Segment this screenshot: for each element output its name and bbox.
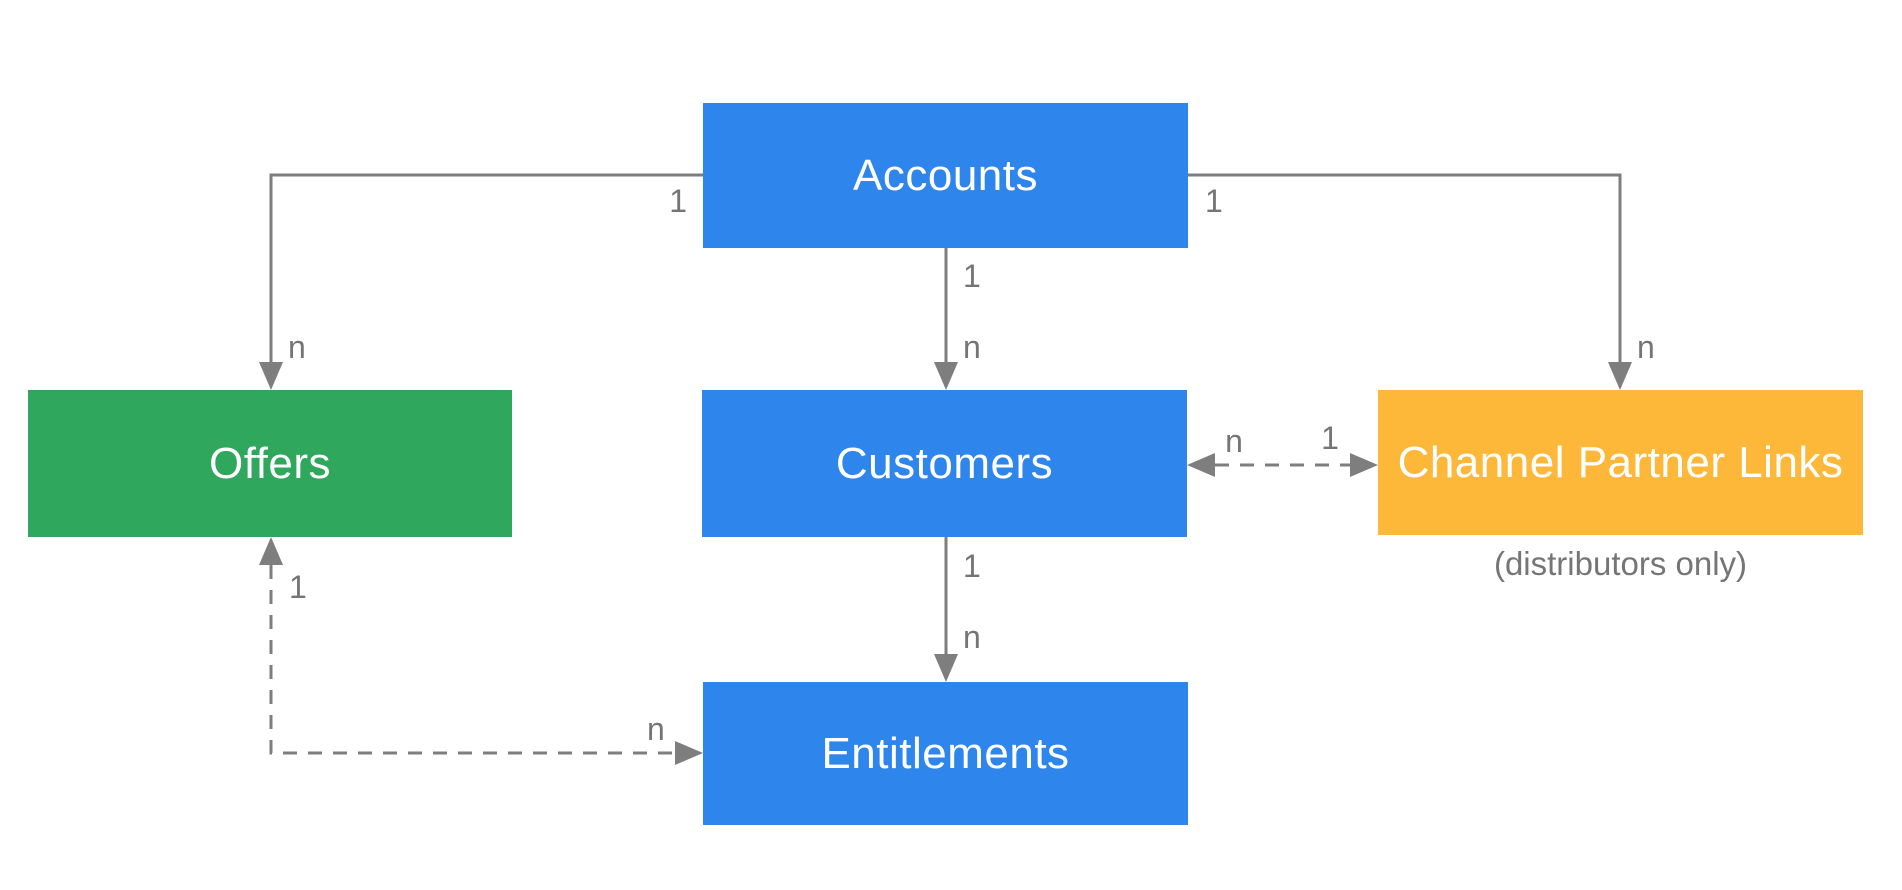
node-channel-partner-links-note: (distributors only) xyxy=(1493,545,1748,582)
edge-accounts-offers-to-label: n xyxy=(288,329,306,365)
node-accounts-label: Accounts xyxy=(853,150,1038,200)
node-offers-label: Offers xyxy=(208,438,331,488)
edge-customers-cpl-right-arrowhead xyxy=(1350,453,1378,477)
edge-accounts-customers-to-label: n xyxy=(963,329,981,365)
edge-customers-entitlements-to-label: n xyxy=(963,619,981,655)
node-offers: Offers xyxy=(28,390,512,537)
edge-customers-cpl-to-label: 1 xyxy=(1321,420,1339,456)
node-customers-label: Customers xyxy=(835,438,1054,488)
edge-offers-entitlements-right-arrowhead xyxy=(675,741,703,765)
edge-accounts-offers-line xyxy=(269,173,703,364)
edge-customers-entitlements-from-label: 1 xyxy=(963,548,981,584)
edge-accounts-customers-from-label: 1 xyxy=(963,258,981,294)
edge-accounts-offers-from-label: 1 xyxy=(669,183,687,219)
node-accounts: Accounts xyxy=(703,103,1188,248)
edge-offers-entitlements-from-label: 1 xyxy=(289,569,307,605)
edge-customers-entitlements-arrowhead xyxy=(934,654,958,682)
node-channel-partner-links-label: Channel Partner Links xyxy=(1397,437,1844,487)
edge-customers-cpl-left-arrowhead xyxy=(1187,453,1215,477)
edge-accounts-cpl-arrowhead xyxy=(1608,362,1632,390)
edge-customers-cpl-from-label: n xyxy=(1225,423,1243,459)
node-customers: Customers xyxy=(702,390,1187,537)
edge-accounts-cpl-to-label: n xyxy=(1637,329,1655,365)
edge-offers-entitlements-up-arrowhead xyxy=(259,537,283,565)
node-channel-partner-links: Channel Partner Links xyxy=(1378,390,1863,535)
edge-accounts-customers-arrowhead xyxy=(934,362,958,390)
edge-accounts-offers-arrowhead xyxy=(259,362,283,390)
edge-accounts-cpl-from-label: 1 xyxy=(1205,183,1223,219)
node-entitlements-label: Entitlements xyxy=(821,728,1070,778)
node-entitlements: Entitlements xyxy=(703,682,1188,825)
edge-offers-entitlements-line xyxy=(269,565,675,755)
edge-accounts-cpl-line xyxy=(1188,173,1622,364)
edge-offers-entitlements-to-label: n xyxy=(647,711,665,747)
